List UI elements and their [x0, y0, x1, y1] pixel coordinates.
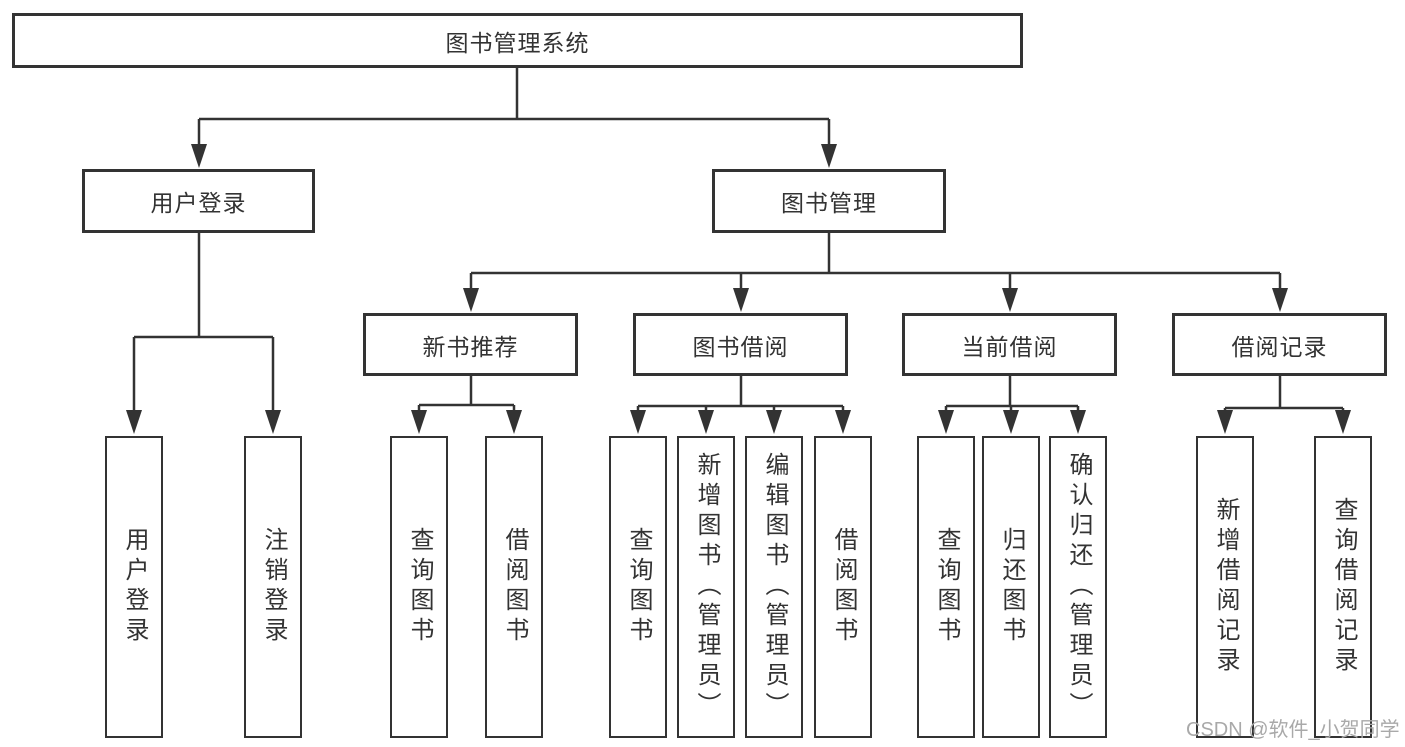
arrowhead-icon: [733, 288, 749, 312]
leaf-current-confirm-return-admin: 确认归还（管理员）: [1049, 436, 1107, 738]
node-label: 当前借阅: [961, 333, 1058, 360]
connector-newbook-to-leaves: [417, 376, 516, 412]
connector-borrowrecords-to-leaves: [1223, 376, 1345, 412]
leaf-borrow-borrow-books: 借阅图书: [814, 436, 872, 738]
leaf-borrow-edit-books-admin: 编辑图书（管理员）: [745, 436, 803, 738]
node-current-borrow: 当前借阅: [902, 313, 1117, 376]
leaf-current-return-books: 归还图书: [982, 436, 1040, 738]
node-root-system: 图书管理系统: [12, 13, 1023, 68]
leaf-label: 查询图书: [625, 527, 652, 647]
node-label: 图书管理系统: [445, 29, 590, 56]
arrowhead-icon: [835, 410, 851, 434]
leaf-label: 确认归还（管理员）: [1065, 452, 1092, 722]
connector-userlogin-to-leaves: [132, 233, 275, 412]
arrowhead-icon: [1217, 410, 1233, 434]
node-label: 图书借阅: [692, 333, 789, 360]
arrowhead-icon: [1002, 288, 1018, 312]
arrowhead-icon: [766, 410, 782, 434]
arrowhead-icon: [1335, 410, 1351, 434]
arrowhead-icon: [821, 144, 837, 168]
leaf-newbook-query-books: 查询图书: [390, 436, 448, 738]
leaf-newbook-borrow-books: 借阅图书: [485, 436, 543, 738]
arrowhead-icon: [191, 144, 207, 168]
node-label: 图书管理: [781, 190, 877, 216]
leaf-label: 查询图书: [406, 527, 433, 647]
leaf-borrow-add-books-admin: 新增图书（管理员）: [677, 436, 735, 738]
node-user-login: 用户登录: [82, 169, 315, 233]
connector-currentborrow-to-leaves: [944, 376, 1080, 412]
arrowhead-icon: [1003, 410, 1019, 434]
node-label: 借阅记录: [1231, 333, 1328, 360]
leaf-logout: 注销登录: [244, 436, 302, 738]
arrowhead-icon: [1070, 410, 1086, 434]
arrowhead-icon: [265, 410, 281, 434]
leaf-label: 借阅图书: [501, 527, 528, 647]
arrowhead-icon: [463, 288, 479, 312]
node-book-borrow: 图书借阅: [633, 313, 848, 376]
leaf-label: 查询图书: [933, 527, 960, 647]
leaf-borrow-query-books: 查询图书: [609, 436, 667, 738]
leaf-label: 借阅图书: [830, 527, 857, 647]
leaf-records-add-record: 新增借阅记录: [1196, 436, 1254, 738]
arrowhead-icon: [938, 410, 954, 434]
arrowhead-icon: [698, 410, 714, 434]
connector-bookmgmt-to-level3: [469, 233, 1282, 290]
connector-root-to-level2: [197, 68, 831, 146]
arrowhead-icon: [506, 410, 522, 434]
arrowhead-icon: [630, 410, 646, 434]
leaf-label: 编辑图书（管理员）: [761, 452, 788, 722]
leaf-current-query-books: 查询图书: [917, 436, 975, 738]
leaf-label: 新增图书（管理员）: [693, 452, 720, 722]
leaf-label: 用户登录: [121, 527, 148, 647]
leaf-user-login: 用户登录: [105, 436, 163, 738]
node-book-management: 图书管理: [712, 169, 946, 233]
arrowhead-icons: [126, 144, 1351, 434]
leaf-label: 注销登录: [260, 527, 287, 647]
node-borrow-records: 借阅记录: [1172, 313, 1387, 376]
arrowhead-icon: [126, 410, 142, 434]
csdn-watermark: CSDN @软件_小贺同学: [1186, 719, 1400, 741]
arrowhead-icon: [1272, 288, 1288, 312]
leaf-label: 新增借阅记录: [1212, 497, 1239, 677]
node-label: 用户登录: [150, 190, 247, 216]
leaf-label: 查询借阅记录: [1330, 497, 1357, 677]
node-new-book-recommend: 新书推荐: [363, 313, 578, 376]
connector-bookborrow-to-leaves: [636, 376, 845, 412]
leaf-records-query-record: 查询借阅记录: [1314, 436, 1372, 738]
arrowhead-icon: [411, 410, 427, 434]
leaf-label: 归还图书: [998, 527, 1025, 647]
node-label: 新书推荐: [422, 333, 519, 360]
